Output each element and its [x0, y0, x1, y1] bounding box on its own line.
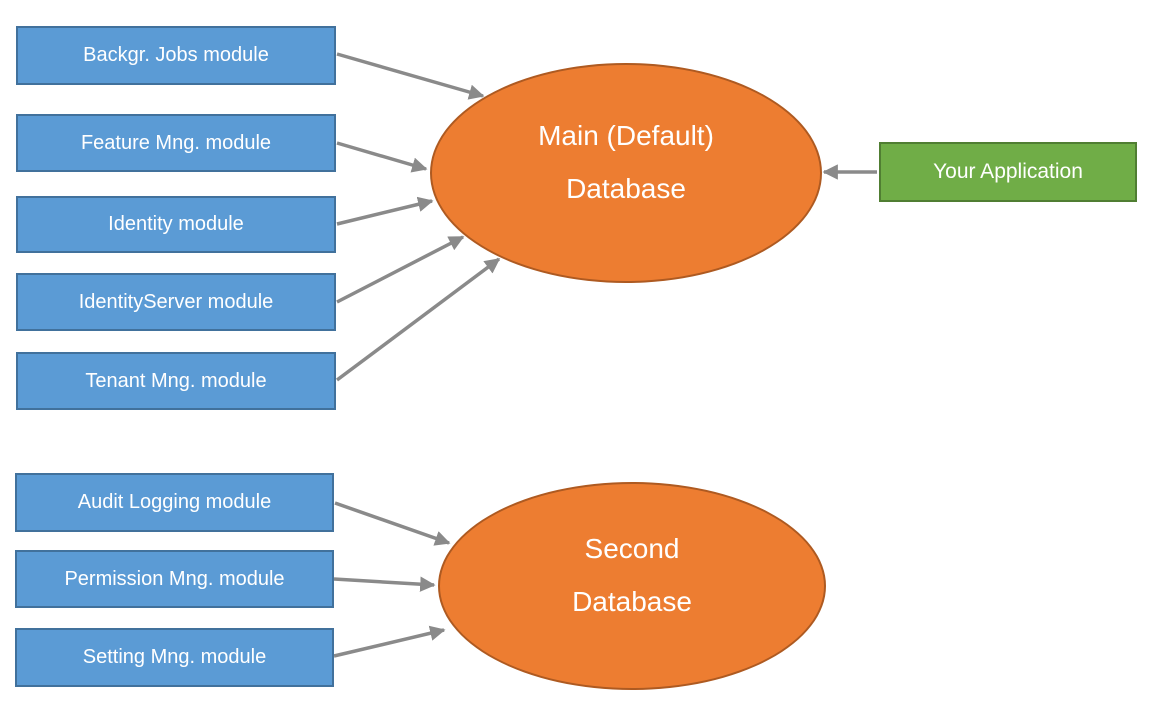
arrow-tenant-mng-to-main-database: [335, 257, 501, 382]
main-database-ellipse: Main (Default) Database: [430, 63, 822, 283]
module-box-backgr-jobs: Backgr. Jobs module: [16, 26, 336, 85]
database-label: Second Database: [572, 522, 692, 628]
module-label: Backgr. Jobs module: [83, 44, 269, 66]
database-label-line1: Second: [584, 533, 680, 564]
module-label: Setting Mng. module: [82, 646, 267, 668]
arrow-audit-logging-to-second-database: [334, 501, 451, 546]
module-box-feature-mng: Feature Mng. module: [16, 114, 336, 172]
module-box-identity: Identity module: [16, 196, 336, 253]
module-box-tenant-mng: Tenant Mng. module: [16, 352, 336, 410]
database-label-line2: Database: [572, 586, 692, 617]
application-label: Your Application: [933, 160, 1083, 183]
database-label-line1: Main (Default): [538, 120, 714, 151]
module-label: IdentityServer module: [78, 290, 274, 313]
module-label: Audit Logging module: [77, 491, 272, 513]
module-box-identityserver: IdentityServer module: [16, 273, 336, 331]
module-box-permission-mng: Permission Mng. module: [15, 550, 334, 608]
database-label-line2: Database: [566, 173, 686, 204]
arrow-feature-mng-to-main-database: [336, 141, 428, 173]
module-label: Permission Mng. module: [64, 567, 285, 590]
arrow-backgr-jobs-to-main-database: [336, 52, 485, 100]
module-label: Feature Mng. module: [80, 131, 272, 154]
arrow-setting-mng-to-second-database: [333, 625, 446, 658]
arrow-permission-mng-to-second-database: [333, 576, 436, 592]
module-label: Identity module: [108, 213, 244, 235]
database-label: Main (Default) Database: [538, 109, 714, 215]
arrow-identityserver-to-main-database: [336, 235, 465, 304]
second-database-ellipse: Second Database: [438, 482, 826, 690]
arrow-identity-to-main-database: [336, 196, 434, 226]
module-box-setting-mng: Setting Mng. module: [15, 628, 334, 687]
module-label: Tenant Mng. module: [85, 369, 267, 392]
module-box-audit-logging: Audit Logging module: [15, 473, 334, 532]
your-application-box: Your Application: [879, 142, 1137, 202]
